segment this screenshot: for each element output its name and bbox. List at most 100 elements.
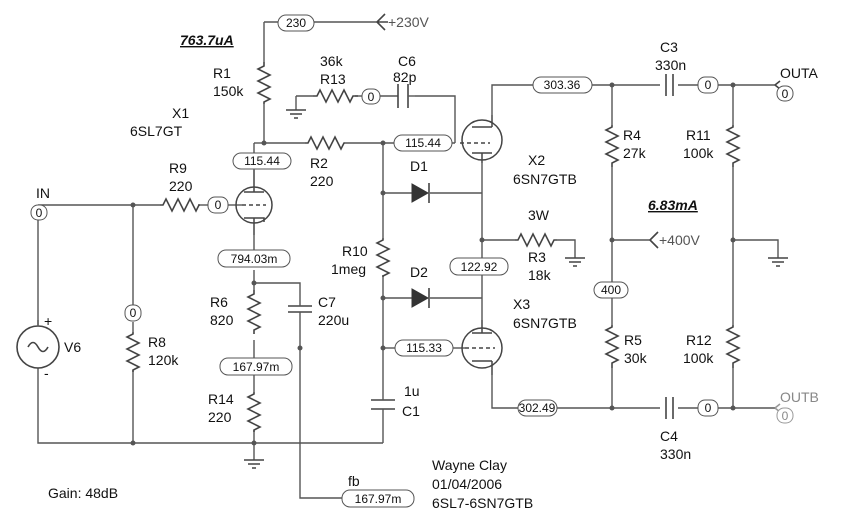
gain-text: Gain: 48dB — [48, 485, 118, 501]
svg-text:167.97m: 167.97m — [355, 492, 402, 506]
svg-text:220: 220 — [208, 409, 232, 425]
svg-text:+: + — [44, 313, 52, 329]
r14-resistor — [246, 392, 262, 432]
svg-text:220: 220 — [169, 178, 193, 194]
author-text: Wayne Clay — [432, 457, 507, 473]
svg-text:167.97m: 167.97m — [233, 360, 280, 374]
c6-capacitor — [397, 84, 415, 108]
x2-tube — [460, 115, 503, 163]
svg-text:115.33: 115.33 — [406, 341, 442, 355]
capacitors — [288, 74, 674, 419]
svg-text:120k: 120k — [148, 352, 179, 368]
svg-text:0: 0 — [782, 87, 789, 101]
x3-tube — [461, 320, 503, 375]
node-x1-cathode: 794.03m — [217, 249, 291, 268]
component-labels: 763.7uA +230V R1 150k X1 6SL7GT 36k R13 … — [36, 14, 819, 489]
current-out-label: 6.83mA — [648, 197, 698, 213]
svg-text:X1: X1 — [172, 105, 189, 121]
svg-text:400: 400 — [601, 283, 621, 297]
svg-text:D1: D1 — [410, 158, 428, 174]
c3-capacitor — [665, 74, 674, 96]
svg-text:30k: 30k — [624, 350, 648, 366]
svg-text:0: 0 — [36, 206, 43, 220]
svg-text:R2: R2 — [310, 155, 328, 171]
r8-resistor — [125, 332, 141, 372]
svg-text:0: 0 — [705, 78, 712, 92]
d2-diode — [411, 288, 430, 308]
date-text: 01/04/2006 — [432, 476, 502, 492]
svg-text:R4: R4 — [623, 127, 641, 143]
svg-text:27k: 27k — [623, 145, 647, 161]
node-values: 230 0 115.44 115.44 0 0 794.03m 0 167.97… — [30, 14, 794, 508]
svg-text:C6: C6 — [398, 53, 416, 69]
svg-text:6SN7GTB: 6SN7GTB — [513, 315, 577, 331]
svg-text:R10: R10 — [342, 243, 368, 259]
node-c3-0: 0 — [697, 76, 719, 94]
supply-230-arrow — [376, 13, 388, 31]
svg-text:6SL7GT: 6SL7GT — [130, 123, 183, 139]
ground-r13 — [286, 109, 306, 119]
node-x3-cathode: 302.49 — [517, 399, 558, 417]
svg-text:R14: R14 — [208, 391, 234, 407]
current-v1-label: 763.7uA — [180, 32, 234, 48]
node-x1-grid: 0 — [207, 196, 229, 214]
junction-dots — [130, 82, 736, 446]
x1-tube — [235, 170, 273, 235]
node-in: 0 — [30, 204, 48, 221]
node-r6-bottom: 167.97m — [219, 357, 293, 376]
node-outa: 0 — [776, 85, 794, 102]
svg-text:C4: C4 — [660, 428, 678, 444]
svg-text:220: 220 — [310, 173, 334, 189]
r13-resistor — [313, 88, 358, 104]
resistors — [125, 62, 741, 432]
title-text: 6SL7-6SN7GTB — [432, 495, 533, 511]
footer: Gain: 48dB Wayne Clay 01/04/2006 6SL7-6S… — [48, 457, 533, 511]
tubes — [235, 115, 503, 375]
r6-resistor — [246, 290, 262, 334]
r2-resistor — [305, 135, 345, 151]
svg-text:R5: R5 — [624, 332, 642, 348]
svg-text:115.44: 115.44 — [244, 154, 280, 168]
svg-text:122.92: 122.92 — [461, 260, 498, 274]
supply-400-arrow — [649, 231, 659, 249]
svg-text:36k: 36k — [320, 53, 344, 69]
svg-text:220u: 220u — [318, 312, 349, 328]
svg-text:1u: 1u — [404, 383, 420, 399]
svg-text:0: 0 — [368, 90, 375, 104]
svg-text:R9: R9 — [169, 160, 187, 176]
svg-text:794.03m: 794.03m — [231, 252, 278, 266]
v6-source — [16, 320, 60, 369]
svg-text:100k: 100k — [683, 350, 714, 366]
svg-text:6SN7GTB: 6SN7GTB — [513, 171, 577, 187]
c1-capacitor — [371, 398, 395, 415]
svg-text:V6: V6 — [64, 339, 81, 355]
svg-text:18k: 18k — [528, 267, 552, 283]
node-x1-plate: 115.44 — [232, 152, 292, 170]
svg-text:D2: D2 — [410, 264, 428, 280]
svg-text:115.44: 115.44 — [405, 136, 441, 150]
svg-text:R12: R12 — [686, 332, 712, 348]
svg-text:X3: X3 — [513, 296, 530, 312]
svg-text:R6: R6 — [210, 294, 228, 310]
svg-text:R8: R8 — [148, 334, 166, 350]
r4-resistor — [604, 125, 620, 167]
r1-resistor — [256, 62, 272, 104]
svg-text:R3: R3 — [528, 249, 546, 265]
r3-resistor — [515, 232, 557, 248]
grounds — [244, 109, 788, 469]
svg-text:X2: X2 — [528, 152, 545, 168]
svg-text:330n: 330n — [660, 446, 691, 462]
r5-resistor — [604, 325, 620, 368]
node-230: 230 — [277, 14, 315, 32]
r12-resistor — [725, 325, 741, 368]
svg-text:C1: C1 — [402, 403, 420, 419]
svg-text:100k: 100k — [683, 145, 714, 161]
svg-text:C7: C7 — [318, 294, 336, 310]
svg-text:R1: R1 — [213, 65, 231, 81]
node-x2-plate: 303.36 — [532, 76, 593, 94]
node-r8: 0 — [124, 304, 142, 322]
svg-text:R13: R13 — [320, 71, 346, 87]
svg-text:303.36: 303.36 — [544, 78, 581, 92]
node-x3-grid: 115.33 — [394, 339, 454, 357]
